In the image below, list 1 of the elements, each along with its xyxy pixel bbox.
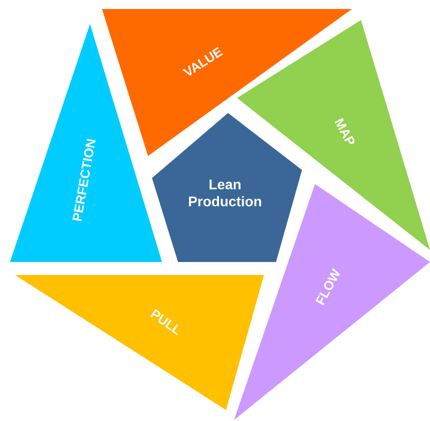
pentagon: Lean Production bbox=[152, 113, 302, 262]
